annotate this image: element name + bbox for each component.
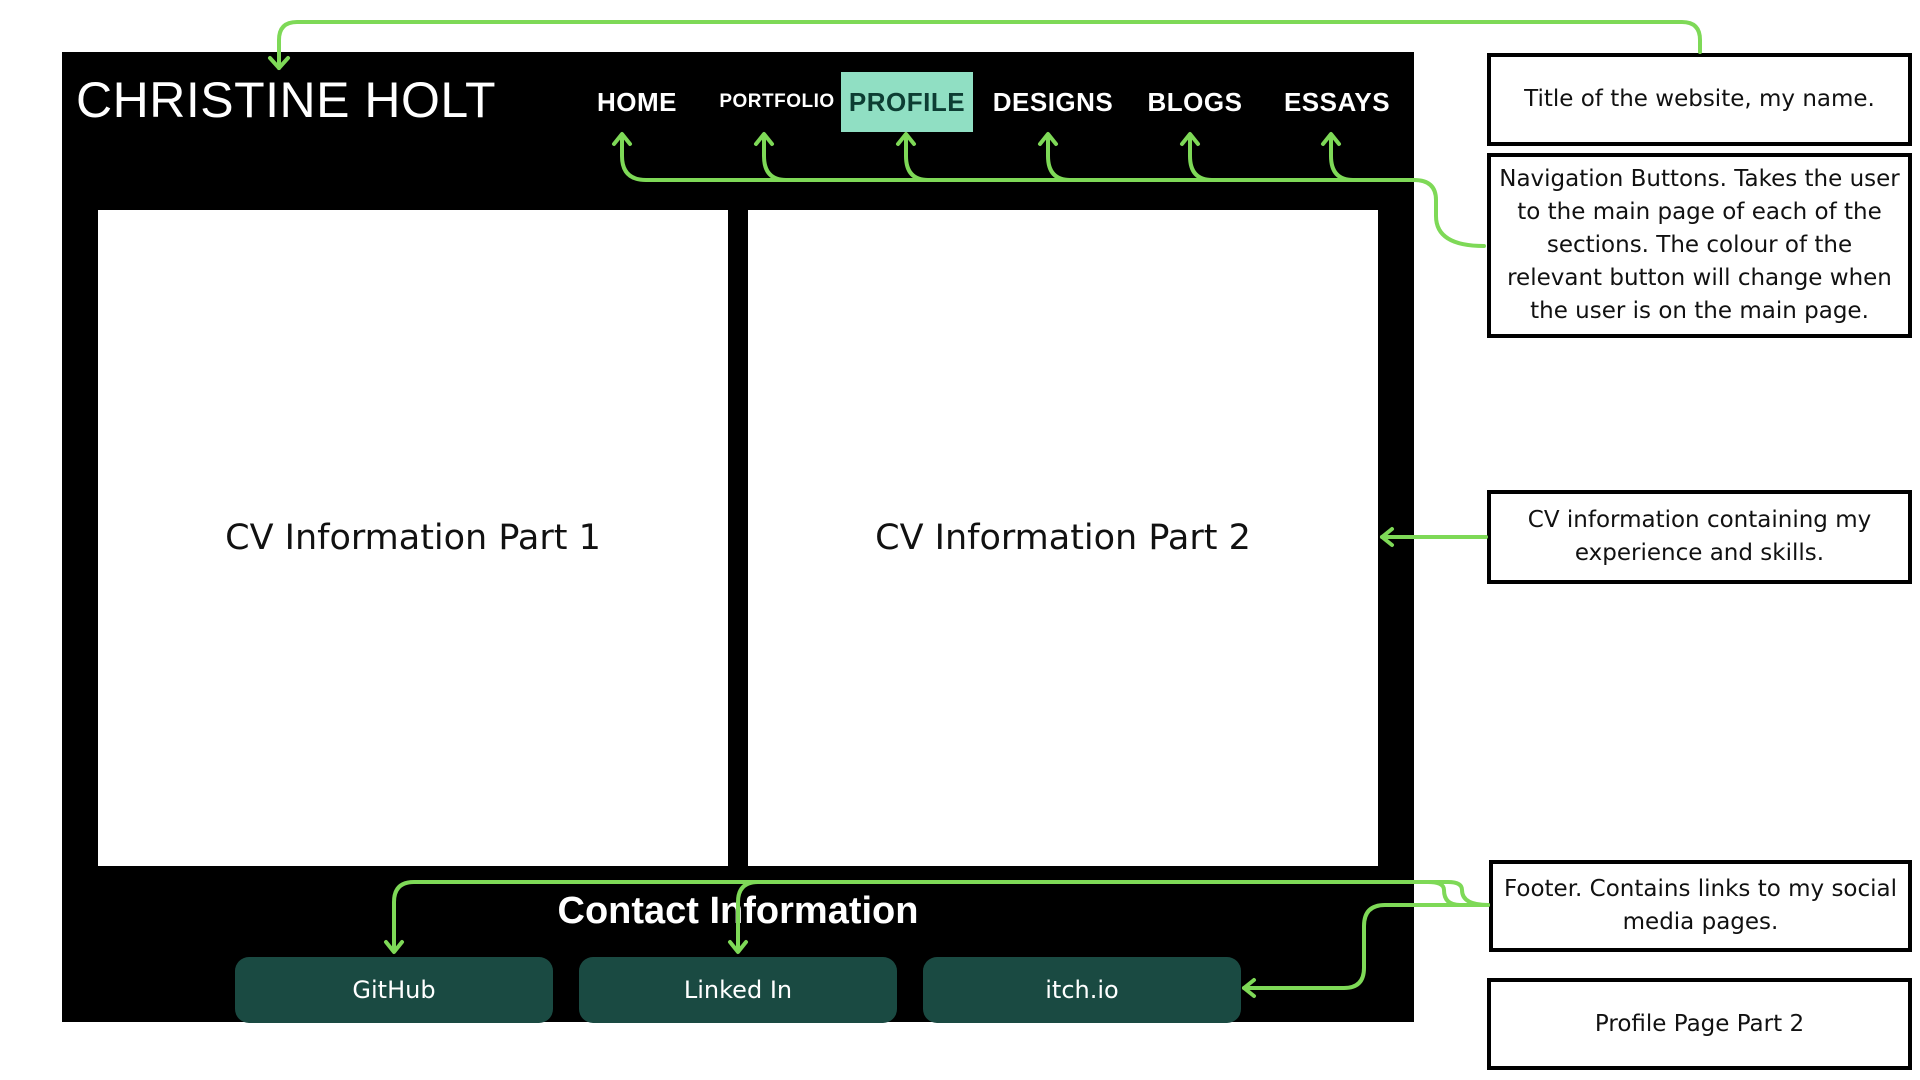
nav-portfolio-button[interactable]: PORTFOLIO [719, 91, 835, 112]
annotation-profile-page-part-2: Profile Page Part 2 [1487, 978, 1912, 1070]
cv-info-part-2-label: CV Information Part 2 [875, 518, 1251, 558]
nav-designs-button[interactable]: DESIGNS [992, 87, 1114, 117]
nav-home-button[interactable]: HOME [597, 87, 677, 117]
annotation-footer: Footer. Contains links to my social medi… [1489, 860, 1912, 952]
itchio-link-button[interactable]: itch.io [923, 957, 1241, 1023]
website-mockup: CHRISTINE HOLT HOME PORTFOLIO PROFILE DE… [62, 52, 1414, 1023]
cv-info-part-1-label: CV Information Part 1 [225, 518, 601, 558]
nav-essays-button[interactable]: ESSAYS [1283, 87, 1391, 117]
annotation-title: Title of the website, my name. [1487, 53, 1912, 146]
cv-info-part-1-panel: CV Information Part 1 [98, 210, 728, 866]
navigation-bar: HOME PORTFOLIO PROFILE DESIGNS BLOGS ESS… [62, 52, 1414, 152]
annotation-cv-information: CV information containing my experience … [1487, 490, 1912, 584]
site-title: CHRISTINE HOLT [76, 72, 496, 128]
contact-information-heading: Contact Information [557, 890, 919, 932]
github-link-button[interactable]: GitHub [235, 957, 553, 1023]
annotation-navigation: Navigation Buttons. Takes the user to th… [1487, 153, 1912, 338]
linkedin-link-button[interactable]: Linked In [579, 957, 897, 1023]
cv-info-part-2-panel: CV Information Part 2 [748, 210, 1378, 866]
nav-blogs-button[interactable]: BLOGS [1147, 87, 1243, 117]
nav-profile-button[interactable]: PROFILE [841, 72, 973, 132]
